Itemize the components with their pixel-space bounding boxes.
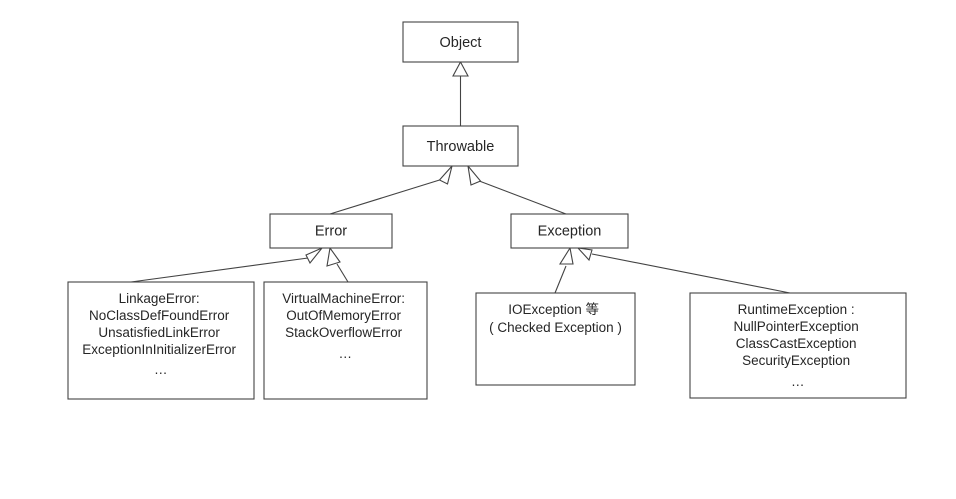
leaf-line: OutOfMemoryError	[286, 308, 401, 323]
edge-line-ioexception-exception	[554, 265, 567, 294]
node-object-label: Object	[440, 35, 482, 51]
leaf-line: SecurityException	[742, 353, 850, 368]
node-runtime-exception[interactable]: RuntimeException : NullPointerException …	[689, 292, 907, 399]
node-throwable[interactable]: Throwable	[402, 125, 519, 167]
node-error[interactable]: Error	[269, 213, 393, 249]
node-io-exception[interactable]: IOException 等 ( Checked Exception )	[475, 292, 636, 386]
node-error-label: Error	[315, 223, 347, 239]
node-linkage-error[interactable]: LinkageError: NoClassDefFoundError Unsat…	[67, 281, 255, 400]
node-throwable-box[interactable]	[402, 125, 519, 167]
arrowhead-exception-right	[576, 247, 593, 262]
leaf-line: ClassCastException	[736, 336, 857, 351]
arrowhead-throwable-right	[467, 164, 482, 186]
arrowhead-throwable-left	[438, 165, 453, 185]
arrowhead-object	[452, 60, 469, 77]
edge-line-error-throwable	[329, 177, 447, 215]
node-exception-label: Exception	[538, 223, 602, 239]
node-io-exception-box[interactable]	[475, 292, 636, 386]
node-io-exception-text: IOException 等 ( Checked Exception )	[489, 301, 622, 335]
node-object-box[interactable]	[402, 21, 519, 63]
edge-runtimeexception-to-exception	[576, 247, 791, 294]
node-virtual-machine-error-text: VirtualMachineError: OutOfMemoryError St…	[282, 291, 409, 361]
arrowhead-error-right	[326, 246, 341, 267]
edge-line-runtimeexception-exception	[591, 253, 791, 294]
leaf-line: ExceptionInInitializerError	[82, 342, 236, 357]
edge-line-exception-throwable	[473, 178, 567, 215]
node-runtime-exception-box[interactable]	[689, 292, 907, 399]
edge-line-vmerror-error	[336, 263, 349, 283]
leaf-line: LinkageError:	[119, 291, 200, 306]
node-virtual-machine-error-box[interactable]	[263, 281, 428, 400]
edge-linkageerror-to-error	[130, 247, 323, 283]
leaf-line-ellipsis: …	[791, 374, 805, 389]
node-linkage-error-box[interactable]	[67, 281, 255, 400]
node-error-box[interactable]	[269, 213, 393, 249]
leaf-line: UnsatisfiedLinkError	[98, 325, 220, 340]
leaf-line: NoClassDefFoundError	[89, 308, 230, 323]
node-exception[interactable]: Exception	[510, 213, 629, 249]
node-object[interactable]: Object	[402, 21, 519, 63]
arrowhead-error-left	[305, 247, 323, 265]
leaf-line-ellipsis: …	[339, 346, 353, 361]
arrowhead-exception-left	[559, 246, 574, 265]
edge-line-linkageerror-error	[130, 257, 309, 283]
edge-ioexception-to-exception	[554, 246, 574, 294]
node-linkage-error-text: LinkageError: NoClassDefFoundError Unsat…	[82, 291, 240, 377]
leaf-line: IOException 等	[508, 301, 599, 317]
node-virtual-machine-error[interactable]: VirtualMachineError: OutOfMemoryError St…	[263, 281, 428, 400]
leaf-line: RuntimeException :	[738, 302, 855, 317]
node-throwable-label: Throwable	[427, 139, 495, 155]
leaf-line: VirtualMachineError:	[282, 291, 405, 306]
leaf-line: StackOverflowError	[285, 325, 403, 340]
leaf-line: NullPointerException	[733, 319, 858, 334]
edge-throwable-to-object	[452, 60, 469, 126]
edge-error-to-throwable	[329, 165, 453, 215]
leaf-line: ( Checked Exception )	[489, 320, 622, 335]
node-runtime-exception-text: RuntimeException : NullPointerException …	[733, 302, 862, 389]
edge-virtualmachineerror-to-error	[326, 246, 349, 283]
leaf-line-ellipsis: …	[154, 362, 168, 377]
edge-exception-to-throwable	[467, 164, 567, 215]
node-exception-box[interactable]	[510, 213, 629, 249]
